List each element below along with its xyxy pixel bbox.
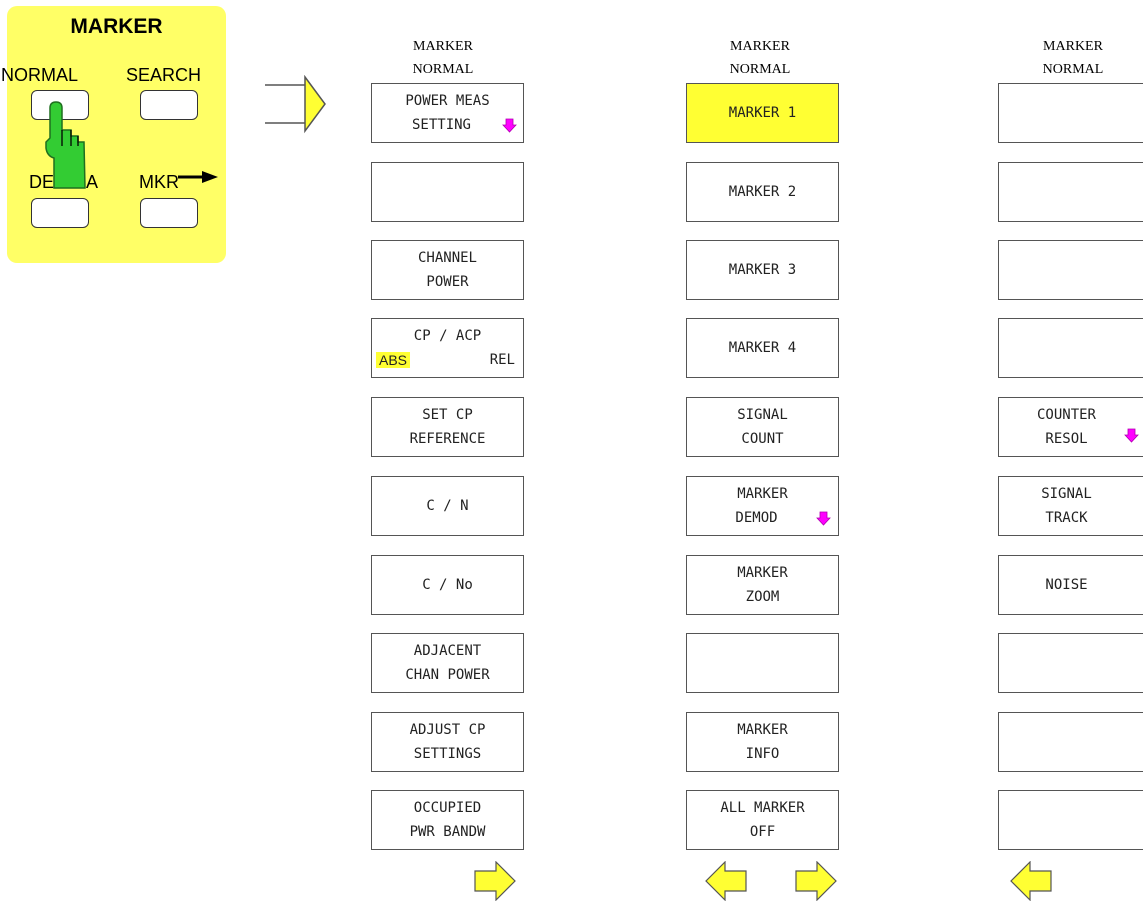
softkey-empty[interactable] [998, 790, 1143, 850]
next-menu-arrow-icon[interactable] [795, 861, 837, 901]
softkey-empty[interactable] [998, 83, 1143, 143]
softkey-label-line2: DEMOD [735, 510, 778, 526]
softkey-label-line2: OFF [749, 824, 776, 840]
softkey-adjacent-chan-power[interactable]: ADJACENT CHAN POWER [371, 633, 524, 693]
softkey-label: C / No [422, 577, 473, 593]
submenu-arrow-icon [502, 118, 517, 133]
softkey-label-line2: SETTING [411, 117, 471, 133]
softkey-empty[interactable] [998, 633, 1143, 693]
menu2-title-line2: NORMAL [729, 62, 791, 77]
normal-key-label: NORMAL [1, 65, 79, 85]
menu2-title-line1: MARKER [730, 39, 790, 54]
softkey-label-line2: REFERENCE [409, 431, 486, 447]
softkey-label-line1: MARKER [737, 565, 788, 581]
menu3-title: MARKER NORMAL [1003, 35, 1143, 81]
delta-key-label-left: DE [29, 172, 55, 192]
menu3-title-line2: NORMAL [1042, 62, 1104, 77]
softkey-adjust-cp-settings[interactable]: ADJUST CP SETTINGS [371, 712, 524, 772]
softkey-label-line2: COUNT [741, 431, 784, 447]
search-key[interactable] [140, 90, 198, 120]
softkey-label: MARKER 4 [728, 340, 797, 356]
softkey-signal-count[interactable]: SIGNAL COUNT [686, 397, 839, 457]
softkey-set-cp-reference[interactable]: SET CP REFERENCE [371, 397, 524, 457]
marker-panel-title: MARKER [70, 15, 163, 38]
mkr-key[interactable] [140, 198, 198, 228]
softkey-label-line1: SET CP [422, 407, 473, 423]
menu1-title-line2: NORMAL [412, 62, 474, 77]
softkey-label-line1: SIGNAL [737, 407, 788, 423]
menu1-title: MARKER NORMAL [373, 35, 513, 81]
cp-acp-rel-option: REL [489, 352, 515, 368]
softkey-all-marker-off[interactable]: ALL MARKER OFF [686, 790, 839, 850]
cp-acp-abs-option: ABS [376, 350, 411, 370]
softkey-label-line1: COUNTER [1036, 407, 1096, 423]
softkey-marker-2[interactable]: MARKER 2 [686, 162, 839, 222]
softkey-cp-acp[interactable]: CP / ACP ABS REL [371, 318, 524, 378]
mkr-arrow-right-icon [178, 171, 218, 183]
softkey-label-line2: CHAN POWER [405, 667, 490, 683]
softkey-empty[interactable] [998, 240, 1143, 300]
softkey-label-line2: PWR BANDW [409, 824, 486, 840]
softkey-empty[interactable] [686, 633, 839, 693]
softkey-channel-power[interactable]: CHANNEL POWER [371, 240, 524, 300]
previous-menu-arrow-icon[interactable] [705, 861, 747, 901]
softkey-label: MARKER 3 [728, 262, 797, 278]
softkey-label-line1: MARKER [737, 486, 788, 502]
softkey-c-n[interactable]: C / N [371, 476, 524, 536]
softkey-label: NOISE [1045, 577, 1088, 593]
menu3-title-line1: MARKER [1043, 39, 1103, 54]
softkey-label-line1: SIGNAL [1041, 486, 1092, 502]
softkey-empty[interactable] [371, 162, 524, 222]
softkey-label-line2: POWER [426, 274, 469, 290]
softkey-occupied-pwr-bandw[interactable]: OCCUPIED PWR BANDW [371, 790, 524, 850]
softkey-label: C / N [426, 498, 469, 514]
softkey-noise[interactable]: NOISE [998, 555, 1143, 615]
softkey-marker-1[interactable]: MARKER 1 [686, 83, 839, 143]
submenu-arrow-icon [816, 511, 831, 526]
softkey-label-line1: ALL MARKER [720, 800, 805, 816]
softkey-signal-track[interactable]: SIGNAL TRACK [998, 476, 1143, 536]
softkey-empty[interactable] [998, 712, 1143, 772]
submenu-arrow-icon [1124, 428, 1139, 443]
menu-entry-arrow-icon [265, 75, 326, 134]
mkr-key-label: MKR [139, 172, 179, 192]
menu1-title-line1: MARKER [413, 39, 473, 54]
softkey-label-line2: INFO [745, 746, 780, 762]
softkey-label: MARKER 1 [728, 105, 797, 121]
softkey-label: MARKER 2 [728, 184, 797, 200]
delta-key-label-right: A [86, 172, 99, 192]
softkey-label-line1: ADJACENT [413, 643, 482, 659]
softkey-marker-zoom[interactable]: MARKER ZOOM [686, 555, 839, 615]
softkey-empty[interactable] [998, 162, 1143, 222]
softkey-label-line2: TRACK [1045, 510, 1088, 526]
softkey-label-line2: RESOL [1045, 431, 1088, 447]
softkey-label-line2: ZOOM [745, 589, 780, 605]
menu2-title: MARKER NORMAL [690, 35, 830, 81]
softkey-marker-3[interactable]: MARKER 3 [686, 240, 839, 300]
previous-menu-arrow-icon[interactable] [1010, 861, 1052, 901]
softkey-marker-info[interactable]: MARKER INFO [686, 712, 839, 772]
softkey-marker-demod[interactable]: MARKER DEMOD [686, 476, 839, 536]
pointing-hand-icon [45, 101, 86, 189]
softkey-label-line1: CP / ACP [413, 328, 482, 344]
softkey-label-line1: CHANNEL [417, 250, 477, 266]
softkey-label-line1: MARKER [737, 722, 788, 738]
softkey-label-line1: OCCUPIED [413, 800, 482, 816]
search-key-label: SEARCH [126, 65, 202, 85]
softkey-label-line2: SETTINGS [413, 746, 482, 762]
softkey-empty[interactable] [998, 318, 1143, 378]
softkey-c-no[interactable]: C / No [371, 555, 524, 615]
softkey-power-meas-setting[interactable]: POWER MEAS SETTING [371, 83, 524, 143]
softkey-marker-4[interactable]: MARKER 4 [686, 318, 839, 378]
delta-key[interactable] [31, 198, 89, 228]
softkey-label-line1: ADJUST CP [409, 722, 486, 738]
softkey-counter-resol[interactable]: COUNTER RESOL [998, 397, 1143, 457]
softkey-label-line1: POWER MEAS [405, 93, 490, 109]
next-menu-arrow-icon[interactable] [474, 861, 516, 901]
abs-highlighted-label: ABS [376, 352, 411, 368]
